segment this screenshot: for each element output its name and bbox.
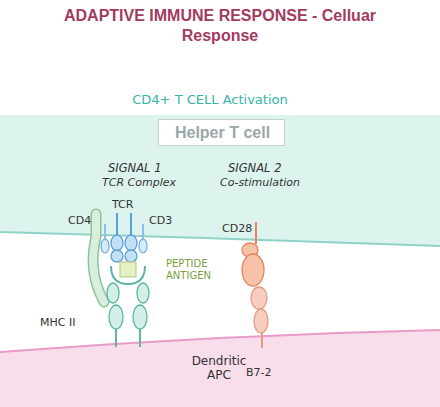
- cd3-stem: [142, 224, 144, 240]
- tcr-domain: [125, 250, 137, 262]
- signal-subtitle: Co-stimulation: [220, 176, 300, 189]
- cell-membrane: [0, 330, 440, 352]
- tcr-domain: [111, 235, 123, 251]
- cell-name: Dendritic APC: [188, 354, 250, 382]
- mhc-domain: [133, 305, 147, 329]
- peptide-square: [120, 262, 136, 277]
- tcr-stem: [130, 213, 132, 236]
- diagram-title: ADAPTIVE IMMUNE RESPONSE - Celluar Respo…: [60, 6, 380, 46]
- cell-name-box: Helper T cell: [158, 119, 285, 146]
- signal-label: SIGNAL 2: [228, 162, 281, 175]
- molecule-name: B7-2: [246, 366, 272, 379]
- cd3-domain: [139, 239, 147, 253]
- b7-stem: [261, 332, 263, 348]
- t-cell-band-shape: [0, 88, 440, 248]
- signal-subtitle: TCR Complex: [102, 176, 176, 189]
- mhc-domain: [109, 305, 123, 329]
- signal-label: SIGNAL 1: [108, 162, 161, 175]
- cd28-domain: [242, 254, 264, 286]
- mhc-stem: [139, 329, 141, 347]
- molecule-name: CD3: [149, 214, 172, 227]
- mhc-domain: [137, 283, 149, 303]
- cell-name: Helper T cell: [159, 124, 286, 142]
- mhc-domain: [107, 283, 119, 303]
- cell-membrane: [0, 232, 440, 246]
- t-cell-band: CD4+ T CELL ActivationHelper T cell: [0, 88, 440, 248]
- cd3-stem: [104, 224, 106, 240]
- tcr-domain: [125, 235, 137, 251]
- tcr-domain: [111, 250, 123, 262]
- mhc-stem: [115, 329, 117, 347]
- cd3-domain: [101, 239, 109, 253]
- b7-domain: [254, 309, 268, 333]
- b7-domain: [251, 287, 267, 309]
- apc-band: Dendritic APC: [0, 325, 440, 407]
- cell-fill: [0, 330, 440, 407]
- molecule-name: CD4: [68, 214, 91, 227]
- molecule-name: CD28: [222, 222, 252, 235]
- antigen-label: PEPTIDE ANTIGEN: [166, 258, 228, 282]
- cell-heading: CD4+ T CELL Activation: [115, 92, 305, 107]
- tcr-stem: [116, 213, 118, 236]
- cd28-stem: [255, 222, 257, 244]
- cell-fill: [0, 115, 440, 246]
- molecule-name: TCR: [112, 198, 133, 211]
- molecule-name: MHC II: [40, 316, 75, 329]
